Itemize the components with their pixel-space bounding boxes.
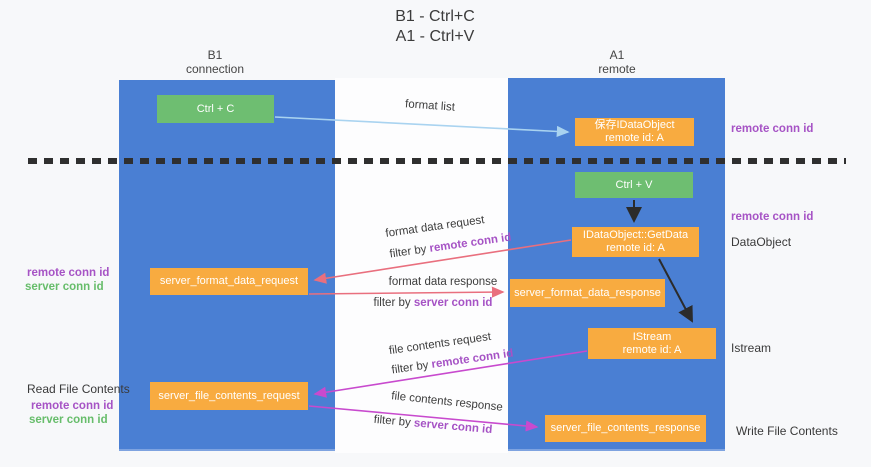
annotation-left-server-conn-id: server conn id <box>25 281 104 293</box>
column-b1-title: B1 <box>207 48 223 62</box>
column-a1-subtitle: remote <box>598 62 636 76</box>
node-ctrl-c-label: Ctrl + C <box>196 102 235 115</box>
annotation-dataobject: DataObject <box>731 235 792 249</box>
annotation-remote-conn-id-top: remote conn id <box>731 123 814 135</box>
node-idataobject-getdata: IDataObject::GetData remote id: A <box>572 227 699 257</box>
diagram-title: B1 - Ctrl+C A1 - Ctrl+V <box>320 7 550 47</box>
node-save-idataobject-line1: 保存IDataObject <box>594 119 675 131</box>
node-server-format-data-request: server_format_data_request <box>150 268 308 295</box>
node-format-request-label: server_format_data_request <box>159 275 299 287</box>
filter-key-server-conn-id: server conn id <box>413 297 493 309</box>
column-b1-subtitle: connection <box>185 62 245 76</box>
node-istream-line1: IStream <box>632 330 672 343</box>
node-istream-line2: remote id: A <box>622 343 682 356</box>
node-ctrl-v-label: Ctrl + V <box>615 178 653 191</box>
column-header-b1: B1 connection <box>155 48 275 76</box>
node-getdata-line1: IDataObject::GetData <box>582 229 689 241</box>
title-line-1: B1 - Ctrl+C <box>395 8 475 25</box>
annotation-left-bottom-remote-conn-id: remote conn id <box>31 400 114 412</box>
node-server-file-contents-request: server_file_contents_request <box>150 382 308 410</box>
annotation-istream: Istream <box>731 341 772 355</box>
node-ctrl-v: Ctrl + V <box>575 172 693 198</box>
node-istream: IStream remote id: A <box>588 328 716 359</box>
phase-divider-dashed-line <box>28 158 846 164</box>
edge-label-format-data-response: format data response <box>388 276 498 288</box>
annotation-write-file-contents: Write File Contents <box>736 424 838 438</box>
node-file-request-label: server_file_contents_request <box>158 389 300 402</box>
column-header-a1: A1 remote <box>557 48 677 76</box>
edge-label-format-response-filter: filter by server conn id <box>358 297 508 309</box>
node-server-format-data-response: server_format_data_response <box>510 279 665 307</box>
annotation-read-file-contents: Read File Contents <box>27 382 130 396</box>
title-line-2: A1 - Ctrl+V <box>395 28 475 45</box>
node-save-idataobject-line2: remote id: A <box>605 132 664 144</box>
node-server-file-contents-response: server_file_contents_response <box>545 415 706 442</box>
filter-prefix: filter by <box>373 297 414 309</box>
node-getdata-line2: remote id: A <box>606 242 665 254</box>
node-save-idataobject: 保存IDataObject remote id: A <box>575 118 694 146</box>
column-a1-title: A1 <box>609 48 625 62</box>
annotation-left-remote-conn-id: remote conn id <box>27 267 110 279</box>
node-ctrl-c: Ctrl + C <box>157 95 274 123</box>
node-format-response-label: server_format_data_response <box>514 286 661 299</box>
annotation-remote-conn-id-mid: remote conn id <box>731 211 814 223</box>
annotation-left-bottom-server-conn-id: server conn id <box>29 414 108 426</box>
node-file-response-label: server_file_contents_response <box>550 422 701 434</box>
